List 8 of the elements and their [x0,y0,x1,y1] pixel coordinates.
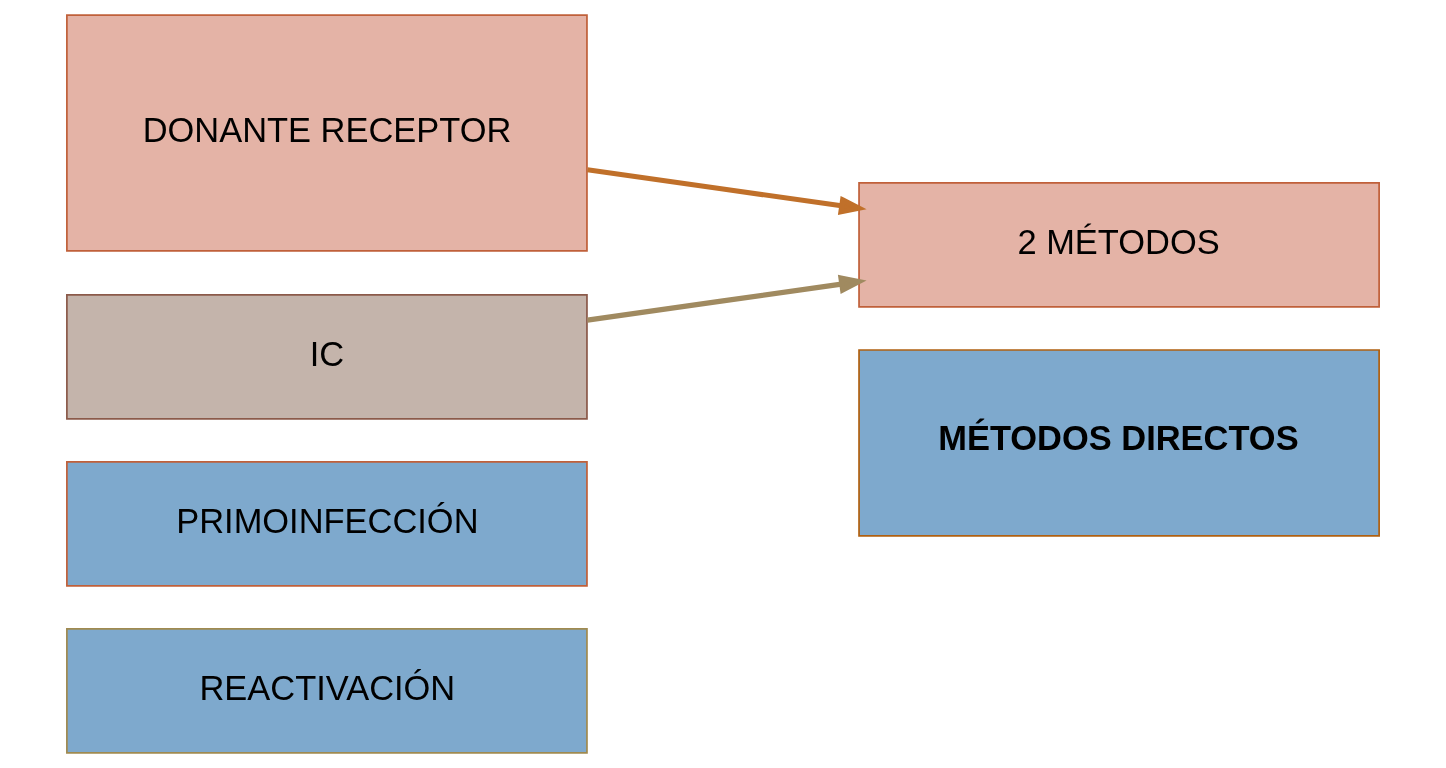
arrow [587,167,867,216]
node-box: MÉTODOS DIRECTOS [858,349,1380,537]
node-box: PRIMOINFECCIÓN [66,461,588,587]
node-box: DONANTE RECEPTOR [66,14,588,252]
arrow [587,274,867,323]
node-box: 2 MÉTODOS [858,182,1380,308]
node-box: REACTIVACIÓN [66,628,588,754]
node-box: IC [66,294,588,420]
